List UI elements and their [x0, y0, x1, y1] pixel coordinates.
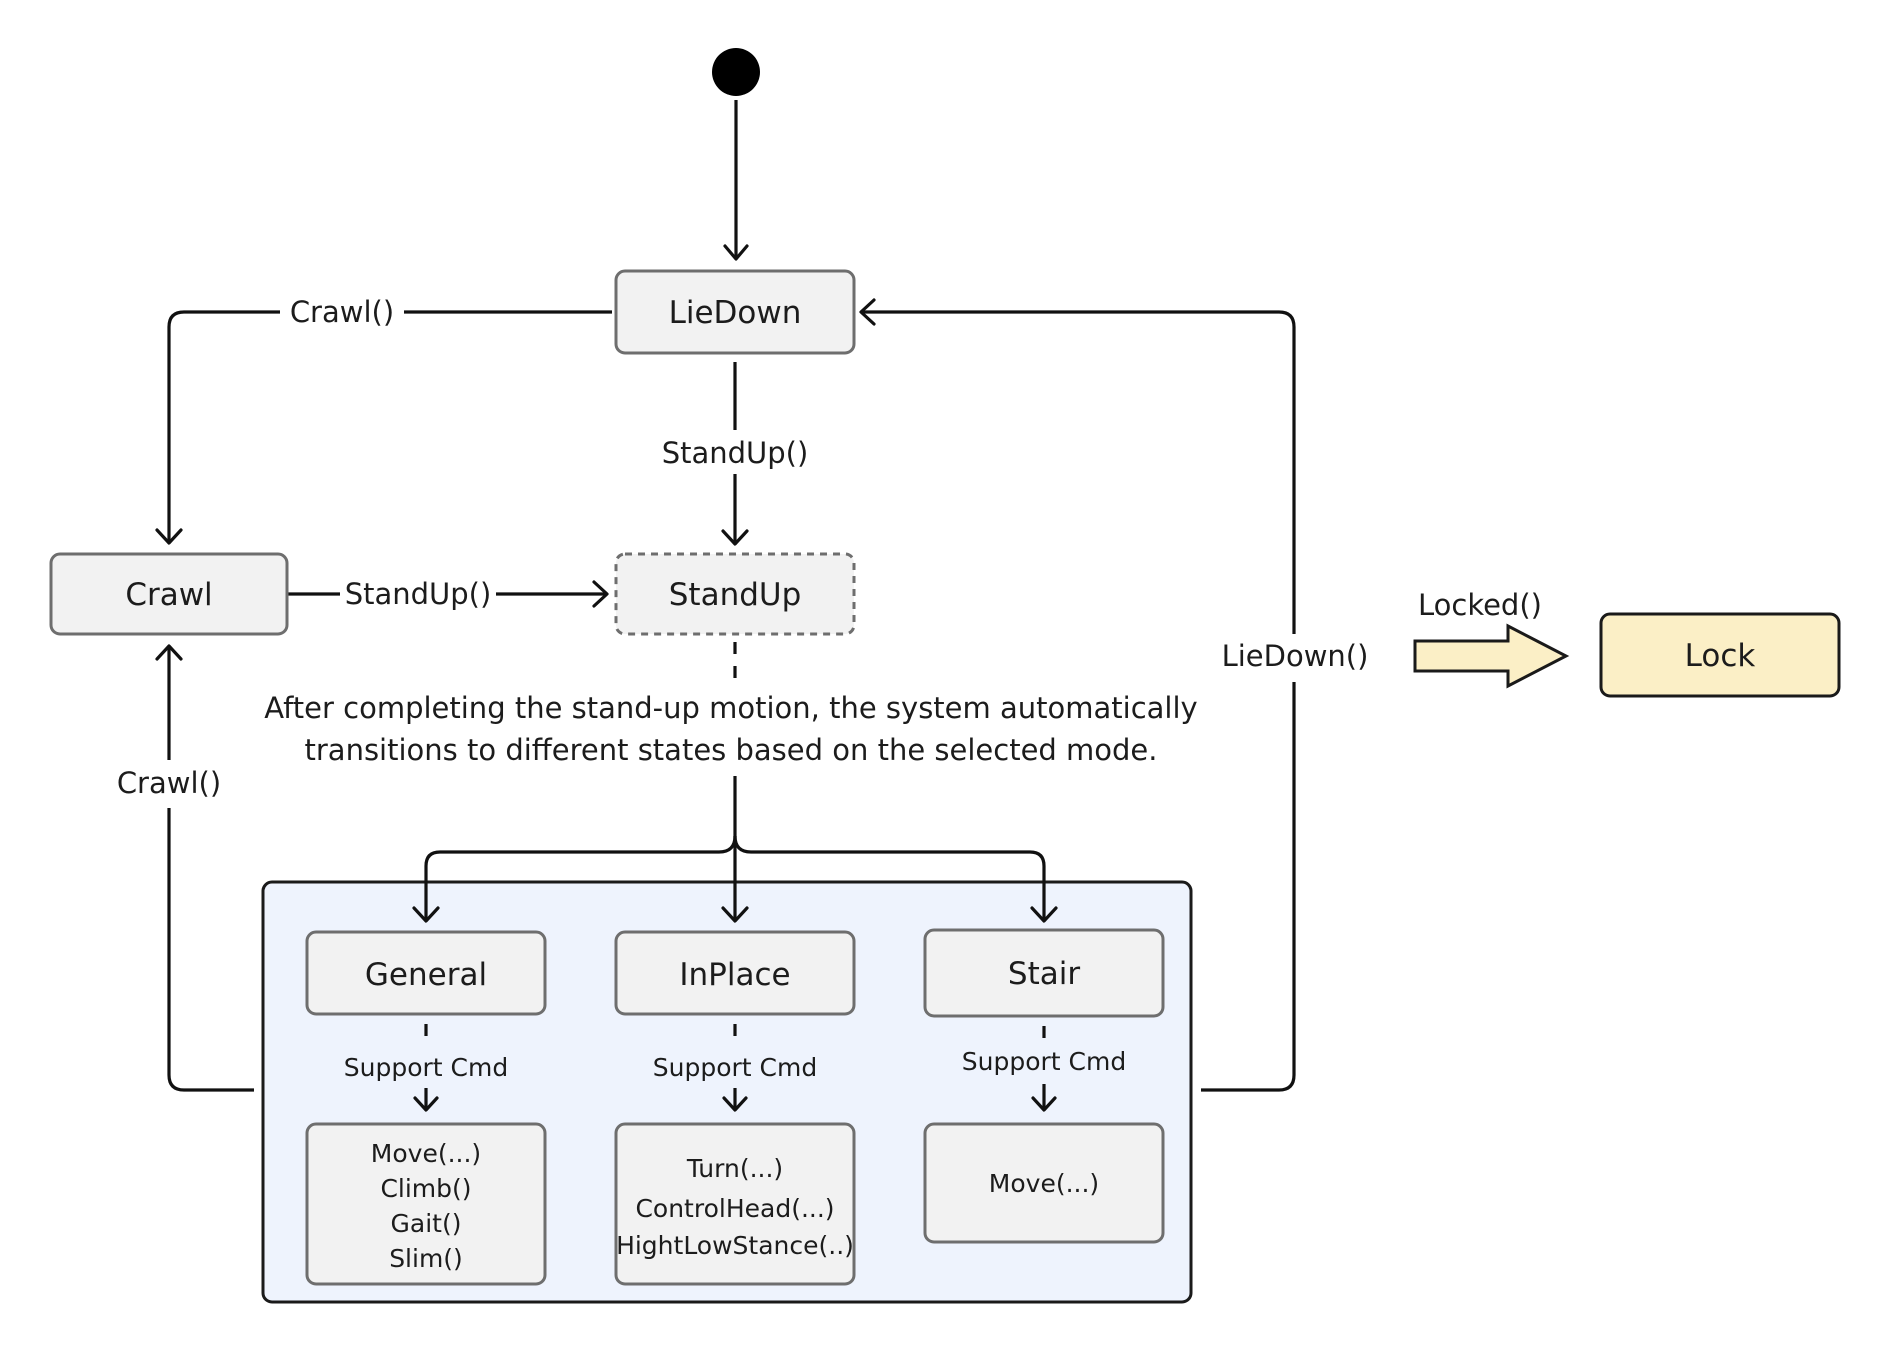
- command-general-move: Move(...): [371, 1139, 481, 1168]
- commands-inplace[interactable]: Turn(...) ControlHead(...) HightLowStanc…: [614, 1122, 856, 1286]
- support-stair: Support Cmd: [962, 1026, 1126, 1112]
- commands-general[interactable]: Move(...) Climb() Gait() Slim(): [305, 1122, 547, 1286]
- support-inplace: Support Cmd: [653, 1024, 817, 1112]
- edge-crawl-to-standup: StandUp(): [288, 572, 609, 616]
- edge-modes-to-crawl: Crawl(): [112, 644, 254, 1092]
- state-liedown-label: LieDown: [669, 295, 802, 331]
- support-cmd-label-inplace: Support Cmd: [653, 1053, 817, 1082]
- note-line-2: transitions to different states based on…: [305, 733, 1158, 767]
- transition-label-standup-from-crawl: StandUp(): [345, 577, 492, 611]
- command-stair-move: Move(...): [989, 1169, 1099, 1198]
- support-cmd-label-stair: Support Cmd: [962, 1047, 1126, 1076]
- edge-liedown-to-standup: StandUp(): [661, 362, 811, 546]
- support-general: Support Cmd: [344, 1024, 508, 1112]
- edge-standup-to-modes: [412, 642, 1058, 923]
- state-stair[interactable]: Stair: [923, 928, 1165, 1018]
- state-lock[interactable]: Lock: [1599, 612, 1841, 698]
- state-lock-label: Lock: [1685, 638, 1756, 674]
- note-line-1: After completing the stand-up motion, th…: [264, 691, 1197, 725]
- edge-locked: Locked(): [1413, 588, 1570, 689]
- initial-state-dot: [712, 48, 760, 96]
- command-inplace-turn: Turn(...): [686, 1154, 783, 1183]
- command-inplace-controlhead: ControlHead(...): [635, 1194, 834, 1223]
- state-general-label: General: [365, 957, 487, 993]
- state-crawl[interactable]: Crawl: [49, 552, 289, 636]
- command-general-climb: Climb(): [380, 1174, 471, 1203]
- edge-liedown-to-crawl: Crawl(): [155, 292, 612, 545]
- transition-label-crawl-from-liedown: Crawl(): [290, 295, 394, 329]
- transition-label-liedown-from-modes: LieDown(): [1222, 639, 1369, 673]
- support-cmd-label-general: Support Cmd: [344, 1053, 508, 1082]
- transition-label-standup-from-liedown: StandUp(): [662, 436, 809, 470]
- state-inplace-label: InPlace: [679, 957, 790, 993]
- locked-block-arrow: [1413, 623, 1570, 689]
- commands-stair[interactable]: Move(...): [923, 1122, 1165, 1244]
- state-crawl-label: Crawl: [125, 577, 212, 613]
- transition-label-locked: Locked(): [1418, 588, 1542, 622]
- state-liedown[interactable]: LieDown: [614, 269, 856, 355]
- state-inplace[interactable]: InPlace: [614, 930, 856, 1016]
- command-general-gait: Gait(): [391, 1209, 462, 1238]
- edge-initial-to-liedown: [723, 100, 749, 261]
- state-stair-label: Stair: [1008, 956, 1080, 992]
- command-general-slim: Slim(): [389, 1244, 463, 1273]
- transition-label-crawl-from-modes: Crawl(): [117, 766, 221, 800]
- state-standup[interactable]: StandUp: [614, 552, 856, 636]
- edge-modes-to-liedown: LieDown(): [859, 298, 1369, 1092]
- state-standup-label: StandUp: [669, 577, 802, 613]
- command-inplace-hightlowstance: HightLowStance(..): [616, 1231, 854, 1260]
- state-general[interactable]: General: [305, 930, 547, 1016]
